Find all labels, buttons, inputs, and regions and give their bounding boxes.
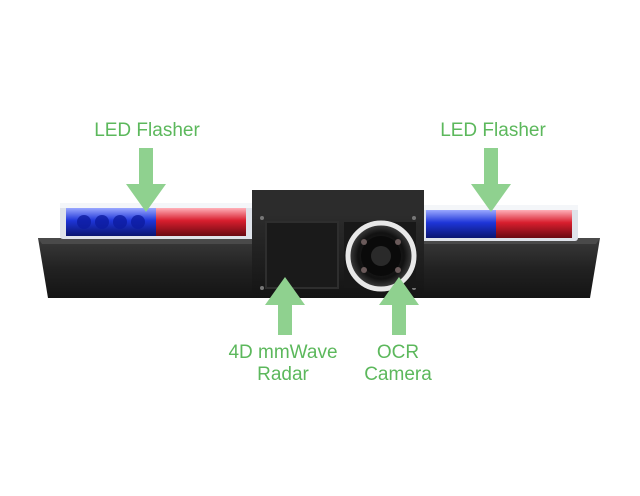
arrow-radar (265, 277, 305, 335)
radar-window (265, 221, 339, 289)
label-text: LED Flasher (440, 120, 546, 141)
arrow-led-left (126, 148, 166, 212)
led-flasher-left (60, 203, 255, 239)
label-radar: 4D mmWave Radar (212, 342, 354, 386)
label-line-2: Camera (364, 364, 432, 385)
label-line-1: 4D mmWave (228, 342, 338, 363)
label-text: LED Flasher (94, 120, 200, 141)
label-ocr-camera: OCR Camera (352, 342, 444, 386)
label-line-2: Radar (257, 364, 309, 385)
ocr-camera (344, 220, 417, 292)
label-led-flasher-right: LED Flasher (438, 120, 548, 142)
arrow-led-right (471, 148, 511, 212)
label-led-flasher-left: LED Flasher (92, 120, 202, 142)
led-flasher-right (420, 205, 578, 241)
label-line-1: OCR (376, 342, 420, 363)
arrow-ocr (379, 277, 419, 335)
